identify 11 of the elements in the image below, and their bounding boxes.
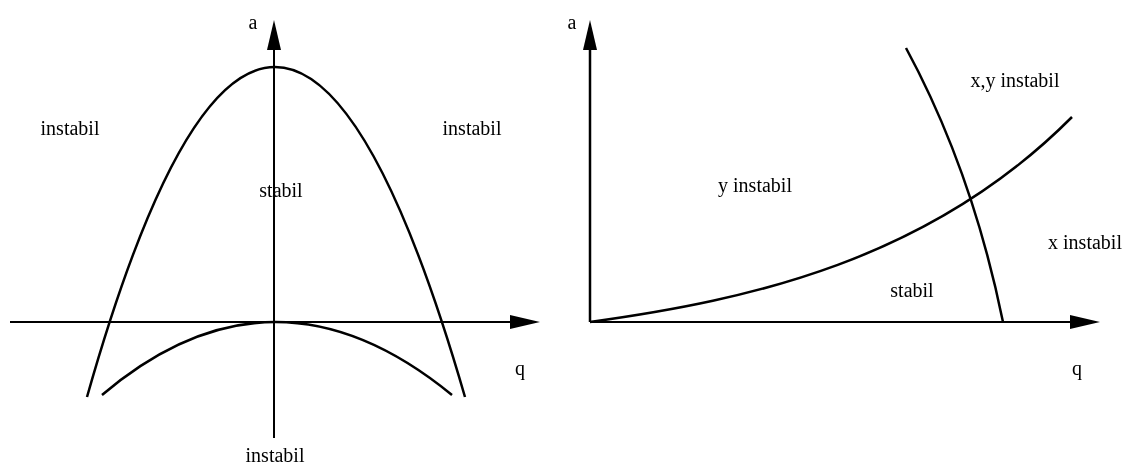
axis-label: q [515, 358, 525, 378]
region-label: instabil [245, 445, 305, 465]
region-label: stabil [890, 280, 934, 300]
region-label: y instabil [718, 175, 792, 195]
region-label: x instabil [1048, 232, 1122, 252]
axis-label: q [1072, 358, 1082, 378]
axis-label: a [567, 12, 577, 32]
axis-label: a [248, 12, 258, 32]
region-label: instabil [442, 118, 502, 138]
region-label: x,y instabil [970, 70, 1060, 90]
region-label: instabil [40, 118, 100, 138]
